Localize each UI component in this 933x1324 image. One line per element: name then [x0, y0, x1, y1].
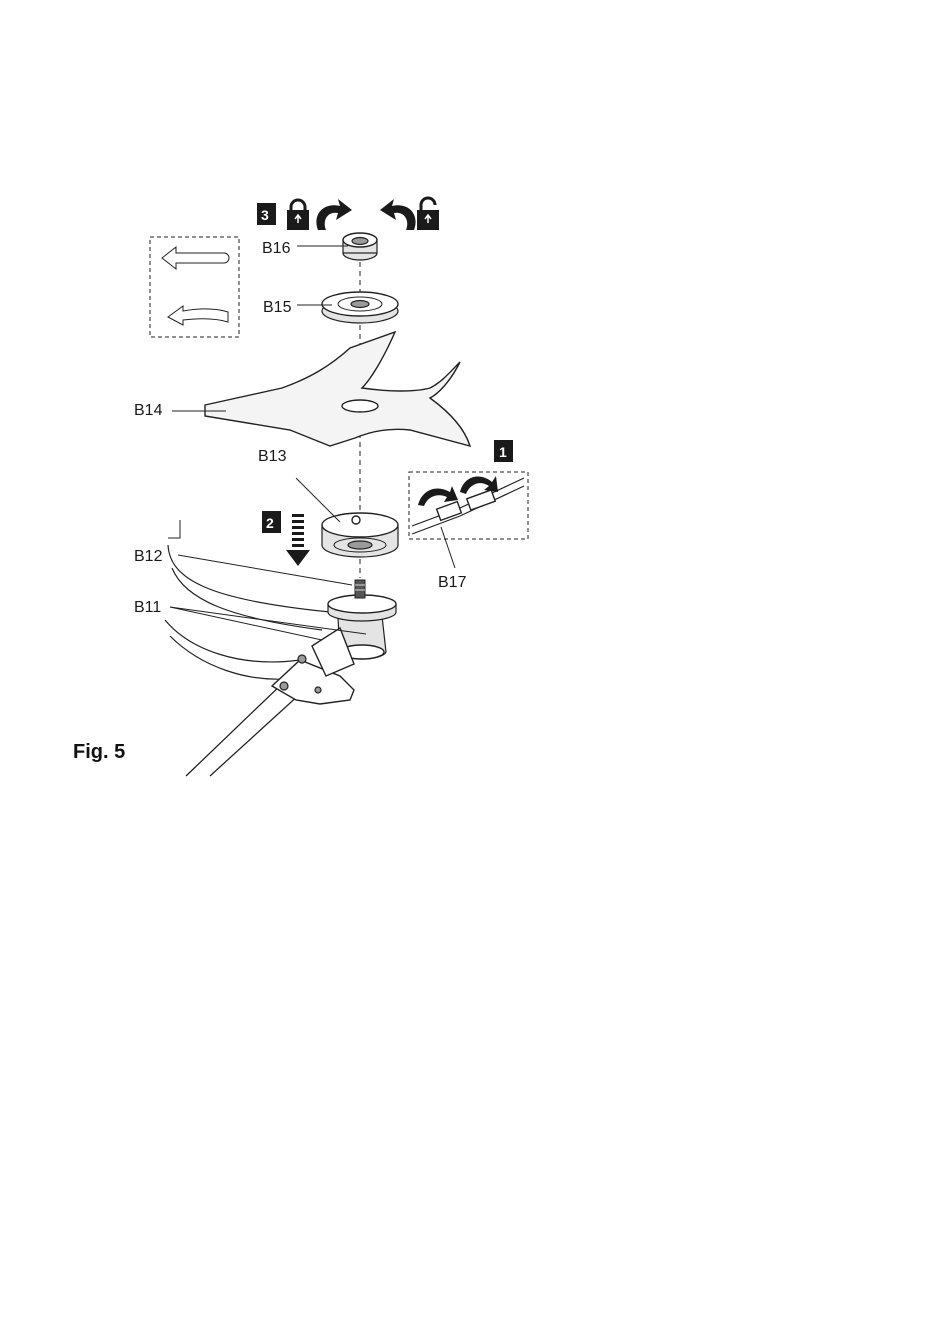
lock-open-icon [417, 198, 439, 230]
step-2-group: 2 [262, 511, 310, 566]
step-1-number: 1 [499, 444, 507, 460]
step-1-group: 1 [409, 440, 528, 539]
step-2-number: 2 [266, 515, 274, 531]
figure-caption: Fig. 5 [73, 741, 125, 763]
push-down-arrow-icon [286, 514, 310, 566]
rotate-clockwise-icon [316, 199, 352, 230]
nut-part [343, 233, 377, 260]
label-b14: B14 [134, 402, 163, 419]
blade-part [205, 332, 470, 446]
curved-arrow-icon [168, 306, 228, 325]
label-b15: B15 [263, 299, 292, 316]
straight-arrow-icon [162, 247, 229, 269]
step-3-group: 3 [257, 198, 439, 230]
lock-closed-icon [287, 200, 309, 230]
label-b13: B13 [258, 448, 287, 465]
label-b12: B12 [134, 548, 163, 565]
step-3-number: 3 [261, 207, 269, 223]
label-b11: B11 [134, 599, 161, 616]
label-b17: B17 [438, 574, 467, 591]
label-b16: B16 [262, 240, 291, 257]
direction-legend [150, 237, 239, 337]
rotate-counterclockwise-icon [380, 199, 416, 230]
support-flange-part [322, 513, 398, 557]
pressure-plate-part [322, 292, 398, 323]
